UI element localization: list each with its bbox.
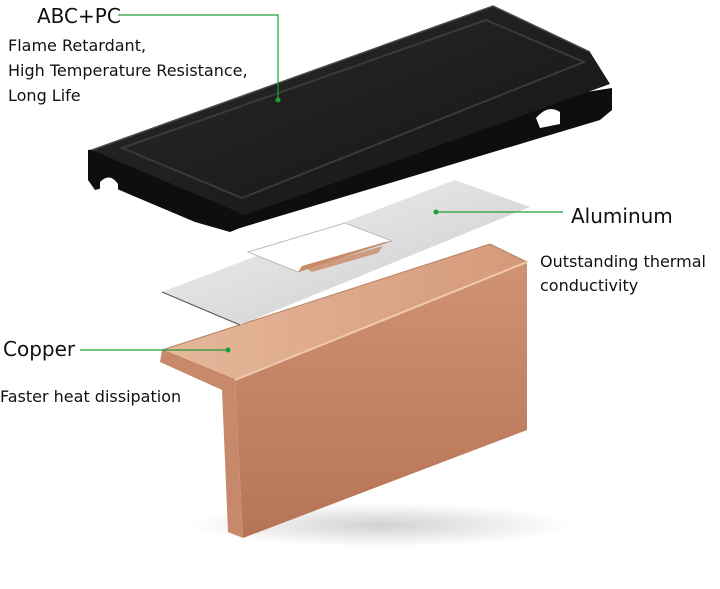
copper-title: Copper: [3, 337, 76, 361]
aluminum-description-line-2: conductivity: [540, 276, 639, 295]
copper-description-line-1: Faster heat dissipation: [0, 387, 182, 406]
abc-pc-title: ABC+PC: [37, 4, 121, 28]
abc-pc-description-line-3: Long Life: [8, 86, 81, 105]
leader-dot-copper: [225, 347, 231, 353]
aluminum-title: Aluminum: [571, 204, 673, 228]
aluminum-description-line-1: Outstanding thermal: [540, 252, 706, 271]
leader-lines: [80, 14, 563, 353]
leader-line-abc-pc: [118, 14, 279, 100]
copper-plate-part: [160, 243, 529, 538]
leader-dot-abc-pc: [275, 97, 281, 103]
black-cover-part: [88, 5, 612, 232]
abc-pc-description-line-2: High Temperature Resistance,: [8, 61, 248, 80]
aluminum-sheet-part: [161, 180, 530, 326]
leader-dot-aluminum: [433, 209, 439, 215]
abc-pc-description-line-1: Flame Retardant,: [8, 36, 147, 55]
